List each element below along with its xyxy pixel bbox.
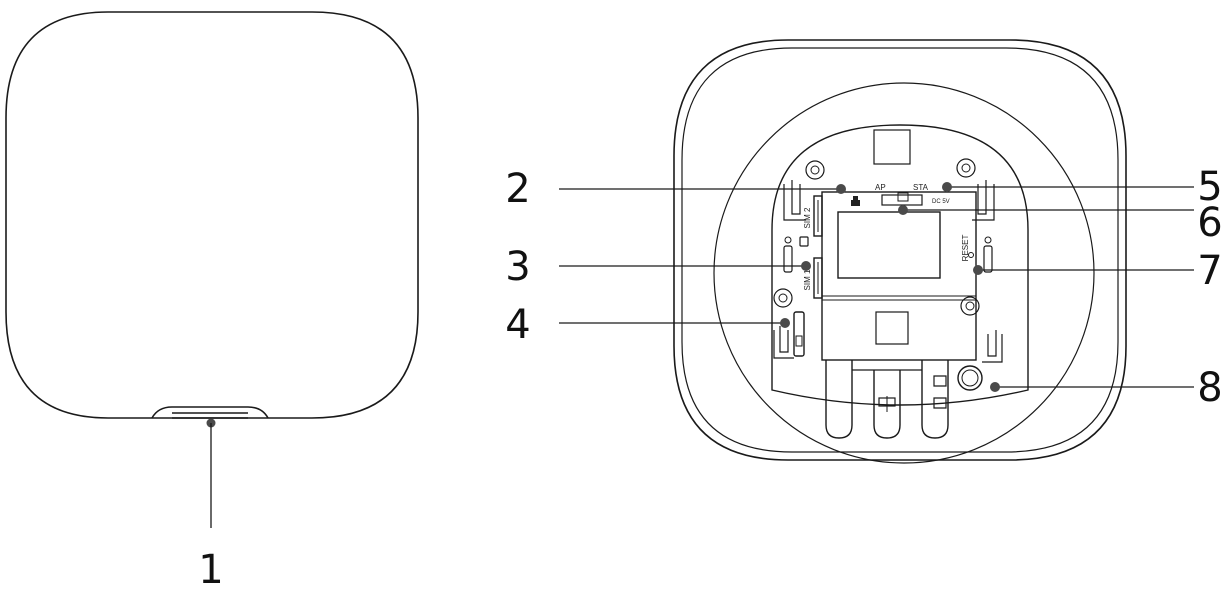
sta-label: STA	[913, 183, 929, 192]
callout-number-6: 6	[1197, 200, 1222, 246]
callout-marker-8	[990, 382, 1000, 392]
callout-marker-2	[836, 184, 846, 194]
sim1-label: SIM 1	[803, 269, 812, 290]
latch-clips	[773, 180, 1003, 363]
back-housing-inner	[681, 47, 1119, 453]
mode-switch	[881, 194, 923, 206]
callout-number-3: 3	[505, 244, 530, 290]
sim2-slot	[813, 195, 823, 237]
ap-label: AP	[875, 183, 886, 192]
callout-numbers: 1 2 3 4 5 6 7 8	[198, 164, 1222, 593]
sim-icon	[799, 236, 809, 247]
callout-number-2: 2	[505, 166, 530, 212]
screw-bosses	[773, 158, 980, 316]
ethernet-icon	[851, 200, 860, 206]
tamper-button	[793, 311, 805, 357]
callout-marker-5	[942, 182, 952, 192]
back-view: AP STA DC 5V SIM 2 SIM 1 RESET	[673, 39, 1127, 464]
callout-number-1: 1	[198, 547, 223, 593]
front-led-strip	[151, 406, 269, 419]
cable-channels	[825, 360, 949, 439]
callout-number-8: 8	[1197, 365, 1222, 411]
back-housing-outer	[673, 39, 1127, 461]
reset-label: RESET	[961, 235, 970, 262]
sim1-slot	[813, 257, 823, 299]
reset-hole	[968, 252, 974, 258]
callout-number-7: 7	[1197, 248, 1222, 294]
callout-marker-3	[801, 261, 811, 271]
callout-number-5: 5	[1197, 164, 1222, 210]
callout-number-4: 4	[505, 302, 530, 348]
callout-marker-6	[898, 205, 908, 215]
front-housing	[5, 11, 419, 419]
callout-marker-7	[973, 265, 983, 275]
mount-recess	[713, 82, 1095, 464]
round-button	[957, 365, 983, 391]
callout-marker-4	[780, 318, 790, 328]
callout-leaders	[559, 182, 1194, 392]
sim2-label: SIM 2	[803, 207, 812, 228]
front-view	[5, 11, 419, 528]
board-module	[837, 211, 941, 279]
dc-label: DC 5V	[932, 199, 950, 205]
